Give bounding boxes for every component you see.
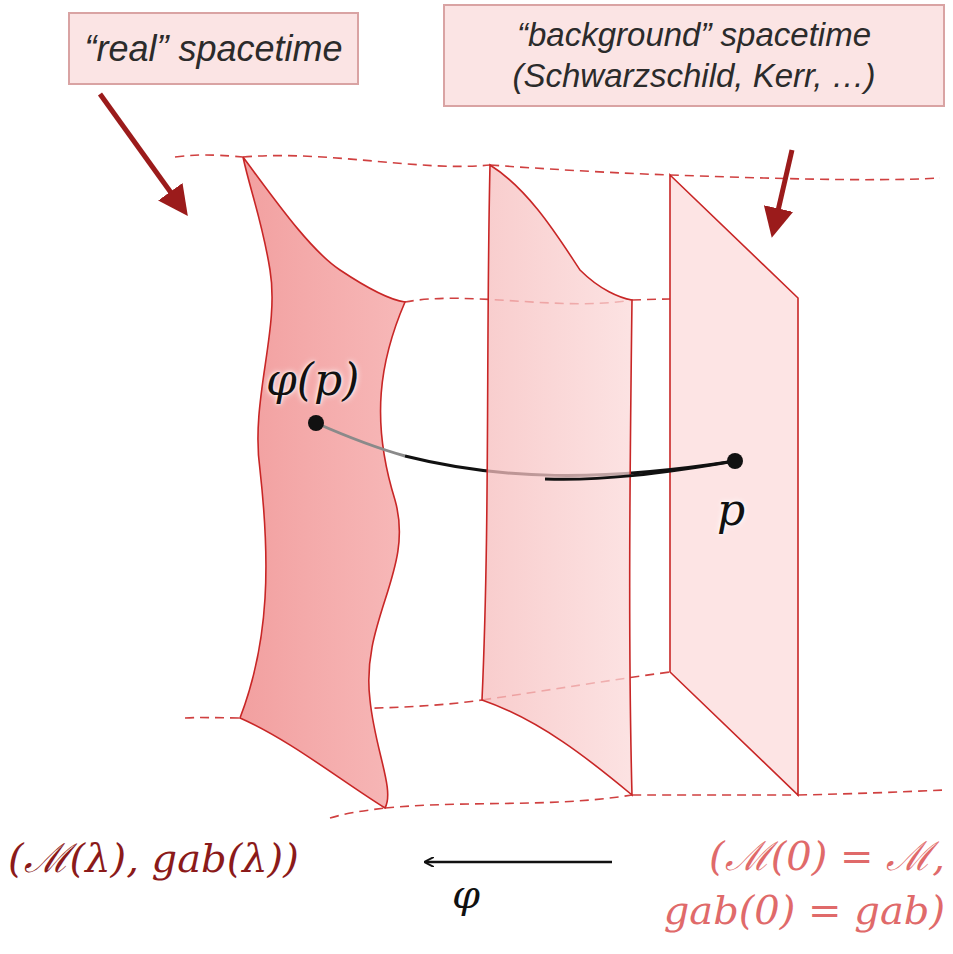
math-label: φ [452,872,480,916]
background-sheet [670,175,798,795]
point-dot [727,453,743,469]
dashed-line [330,808,385,818]
dashed-line [632,794,798,796]
dashed-line [385,795,632,808]
dashed-line [670,175,940,180]
dashed-guides [175,155,945,818]
dashed-line [175,155,243,157]
map-curve [545,461,735,479]
point-label: φ(p) [266,356,359,404]
math-label: (ℳ(λ), gab(λ)) [8,836,299,880]
math-label: gab(0) = gab) [664,888,945,932]
map-arrow [426,861,612,864]
dashed-line [490,165,670,175]
dashed-line [185,717,240,719]
callout-arrow [774,150,792,228]
real-sheet [240,157,405,808]
callout-arrow [100,94,182,208]
callout-box: “background” spacetime (Schwarzschild, K… [443,4,945,107]
callout-text: “background” spacetime (Schwarzschild, K… [459,14,929,97]
dashed-line [243,156,490,167]
callout-text: “real” spacetime [84,26,343,71]
point-label: p [717,486,745,534]
callout-box: “real” spacetime [68,12,359,85]
math-label: (ℳ(0) = ℳ, [709,834,945,878]
map-curve-hidden [316,423,405,456]
dashed-line [798,790,945,795]
point-dot [308,415,324,431]
